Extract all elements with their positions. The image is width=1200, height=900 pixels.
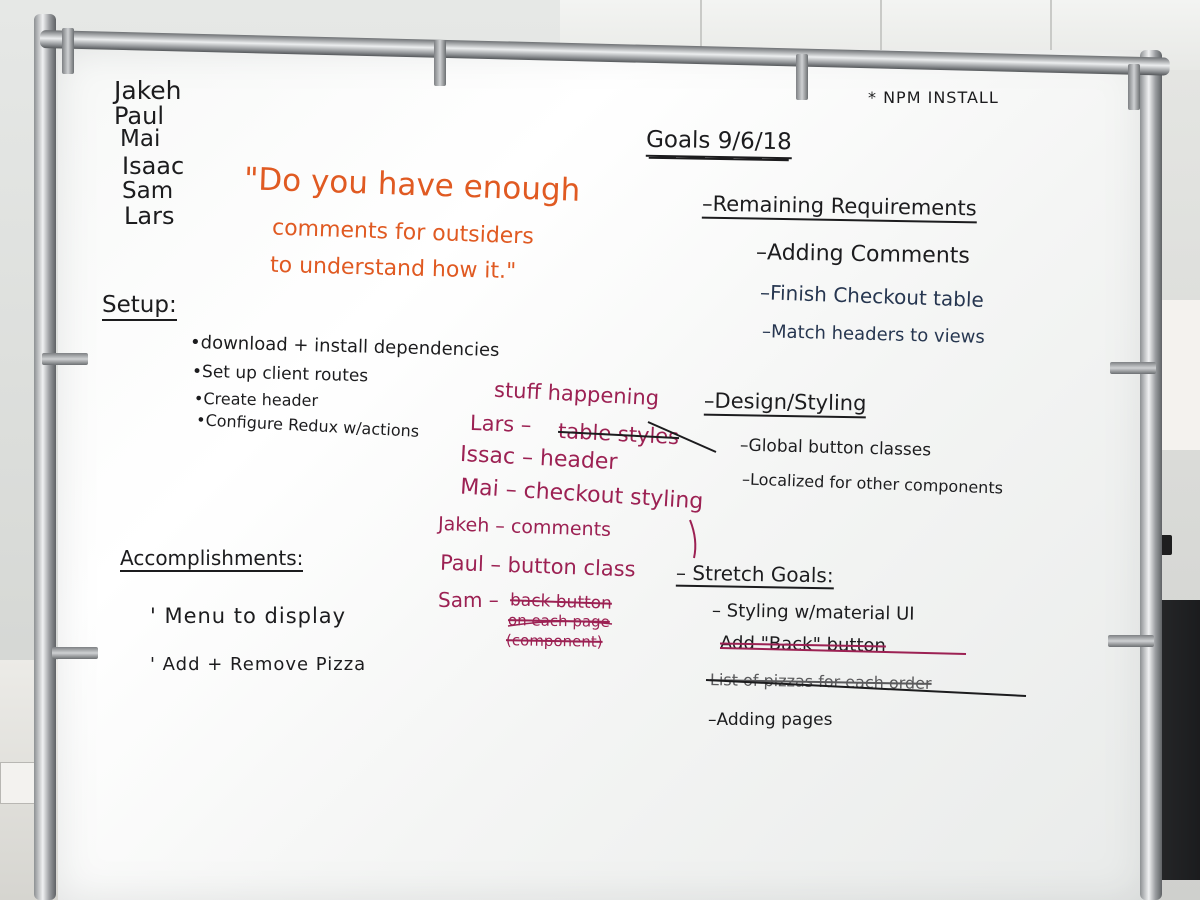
accomplishment-item: ' Add + Remove Pizza (150, 654, 367, 675)
strike-stroke (719, 647, 967, 655)
strike-stroke (647, 421, 717, 453)
strike-stroke (507, 620, 613, 627)
accomplishment-item: ' Menu to display (150, 604, 347, 628)
ceiling-seam (1050, 0, 1052, 60)
board-clip (1128, 64, 1140, 110)
stretch-item: –Adding pages (708, 710, 833, 730)
team-name: Jakeh (114, 76, 182, 105)
accomplishments-heading: Accomplishments: (120, 546, 304, 572)
whiteboard-surface (58, 50, 1144, 900)
board-clip (434, 40, 446, 86)
team-name: Isaac (122, 152, 185, 180)
frame-right-pole (1140, 50, 1162, 900)
ceiling-seam (700, 0, 702, 60)
board-clip (1108, 635, 1154, 647)
assignment-name: Sam – (438, 588, 499, 612)
board-clip (1110, 362, 1156, 374)
npm-install-note: * NPM INSTALL (868, 88, 999, 107)
board-clip (62, 28, 74, 74)
setup-heading: Setup: (102, 294, 177, 321)
frame-left-pole (34, 14, 56, 900)
team-name: Lars (124, 202, 175, 230)
ceiling-seam (880, 0, 882, 60)
connector-stroke (689, 519, 697, 559)
board-clip (796, 54, 808, 100)
strike-stroke (705, 679, 1027, 697)
team-name: Mai (120, 126, 161, 152)
board-clip (52, 647, 98, 659)
board-clip (42, 353, 88, 365)
team-name: Paul (114, 102, 164, 130)
team-name: Sam (122, 178, 174, 204)
